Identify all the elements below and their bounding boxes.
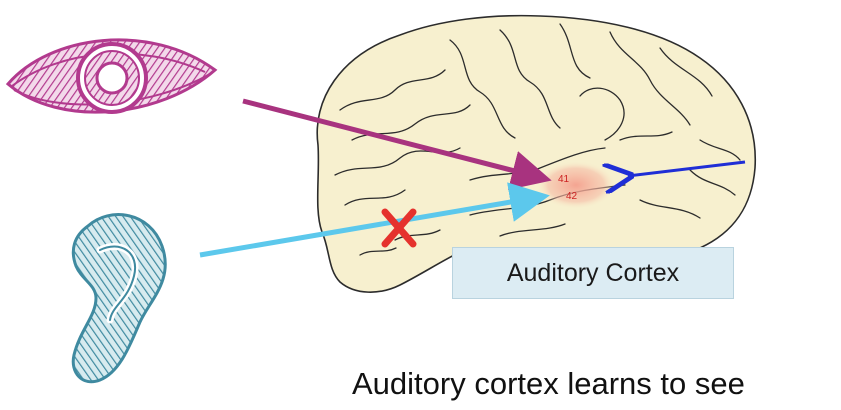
- eye-icon: [5, 38, 218, 114]
- ear-to-cortex-arrow: [199, 182, 550, 258]
- eye-to-cortex-arrow: [242, 98, 552, 190]
- area-42-label: 42: [566, 191, 578, 202]
- auditory-cortex-label: Auditory Cortex: [506, 258, 680, 287]
- side-input-arrow: [628, 160, 746, 176]
- x-mark-icon: [381, 208, 417, 248]
- ear-icon: [71, 213, 167, 384]
- caption: Auditory cortex learns to see: [352, 366, 745, 401]
- area-41-label: 41: [558, 174, 570, 185]
- auditory-cortex-label-box: Auditory Cortex: [452, 247, 734, 299]
